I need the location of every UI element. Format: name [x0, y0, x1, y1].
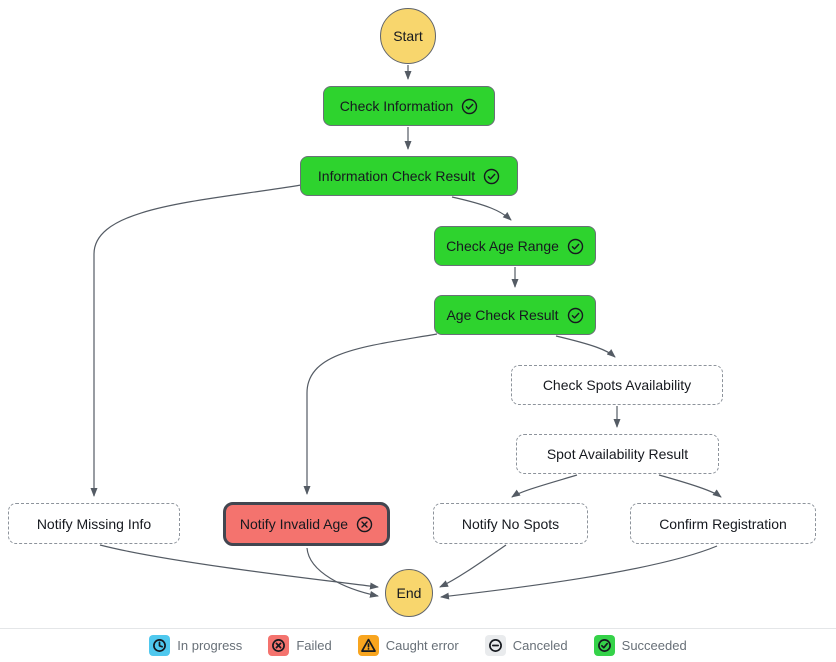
node-label: Confirm Registration — [659, 515, 787, 532]
node-information-check-result[interactable]: Information Check Result — [300, 156, 518, 196]
edge-confirm-end — [440, 545, 718, 600]
legend-bar: In progress Failed Caught error Canceled — [0, 628, 836, 662]
edge-spotresult-confirm — [658, 474, 722, 498]
node-check-information[interactable]: Check Information — [323, 86, 495, 126]
minus-circle-icon — [484, 635, 506, 656]
legend-item-in-progress: In progress — [149, 635, 242, 656]
warning-triangle-icon — [357, 635, 379, 656]
node-label: Check Spots Availability — [542, 377, 692, 393]
node-label: Notify Invalid Age — [239, 516, 349, 532]
node-notify-invalid-age[interactable]: Notify Invalid Age — [223, 502, 390, 546]
check-circle-icon — [593, 635, 615, 656]
edge-missing-end — [99, 544, 379, 590]
node-confirm-registration[interactable]: Confirm Registration — [630, 503, 816, 544]
legend-label: Canceled — [512, 638, 568, 653]
node-label: Age Check Result — [446, 307, 559, 323]
legend-item-canceled: Canceled — [484, 635, 568, 656]
check-circle-icon — [567, 238, 584, 255]
legend-label: Succeeded — [621, 638, 687, 653]
clock-icon — [149, 635, 171, 656]
node-label: Check Age Range — [446, 238, 559, 254]
legend-row: In progress Failed Caught error Canceled — [149, 635, 687, 656]
edge-agecheck-invalid — [303, 333, 438, 495]
edge-spotresult-nospots — [511, 474, 578, 498]
node-check-spots-availability[interactable]: Check Spots Availability — [511, 365, 723, 405]
node-age-check-result[interactable]: Age Check Result — [434, 295, 596, 335]
node-label: Notify No Spots — [461, 515, 560, 532]
start-label: Start — [393, 28, 423, 44]
legend-label: Caught error — [385, 638, 459, 653]
edge-icr-missing — [90, 184, 302, 497]
edge-icr-checkage — [451, 196, 512, 221]
node-label: Check Information — [339, 98, 454, 114]
node-label: Notify Missing Info — [36, 515, 152, 532]
node-spot-availability-result[interactable]: Spot Availability Result — [516, 434, 719, 474]
node-label: Spot Availability Result — [546, 446, 689, 462]
legend-item-failed: Failed — [268, 635, 332, 656]
check-circle-icon — [567, 307, 584, 324]
legend-label: Failed — [296, 638, 332, 653]
node-check-age-range[interactable]: Check Age Range — [434, 226, 596, 266]
end-label: End — [396, 585, 422, 601]
node-notify-no-spots[interactable]: Notify No Spots — [433, 503, 588, 544]
x-circle-icon — [356, 516, 373, 533]
end-node: End — [385, 569, 433, 617]
start-node: Start — [380, 8, 436, 64]
edge-invalid-end — [306, 547, 379, 598]
edge-nospots-end — [439, 544, 507, 588]
legend-item-succeeded: Succeeded — [593, 635, 687, 656]
edge-agecheck-spots — [555, 335, 616, 358]
x-circle-icon — [268, 635, 290, 656]
check-circle-icon — [483, 168, 500, 185]
node-notify-missing-info[interactable]: Notify Missing Info — [8, 503, 180, 544]
legend-label: In progress — [177, 638, 243, 653]
legend-item-caught-error: Caught error — [357, 635, 459, 656]
node-label: Information Check Result — [317, 168, 476, 184]
check-circle-icon — [461, 98, 478, 115]
